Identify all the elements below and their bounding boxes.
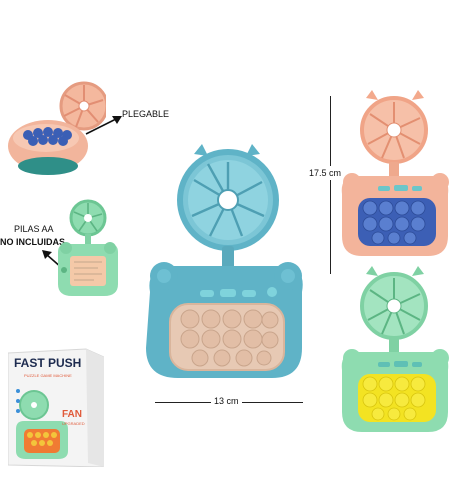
no-incluidas-label: NO INCLUIDAS bbox=[0, 237, 65, 247]
battery-back-toy-image bbox=[52, 198, 124, 302]
mint-fan-toy-image bbox=[336, 266, 456, 446]
plegable-arrow bbox=[84, 112, 124, 138]
width-dimension-label: 13 cm bbox=[211, 396, 242, 406]
height-dimension-label: 17.5 cm bbox=[309, 166, 342, 180]
box-subtitle: PUZZLE GAME MACHINE bbox=[24, 373, 72, 378]
peach-fan-toy-image bbox=[336, 90, 456, 270]
product-box-image: FAST PUSH PUZZLE GAME MACHINE FAN UPGRAD… bbox=[8, 347, 104, 467]
box-fan-label: FAN bbox=[62, 409, 82, 420]
box-title: FAST PUSH bbox=[14, 356, 81, 370]
height-dimension-line bbox=[330, 96, 331, 274]
folded-fan-toy-image bbox=[6, 78, 106, 178]
pilas-label: PILAS AA bbox=[14, 224, 54, 234]
box-fan-sub: UPGRADED bbox=[62, 421, 85, 426]
main-blue-fan-toy-image bbox=[138, 142, 310, 392]
plegable-label: PLEGABLE bbox=[122, 109, 170, 119]
